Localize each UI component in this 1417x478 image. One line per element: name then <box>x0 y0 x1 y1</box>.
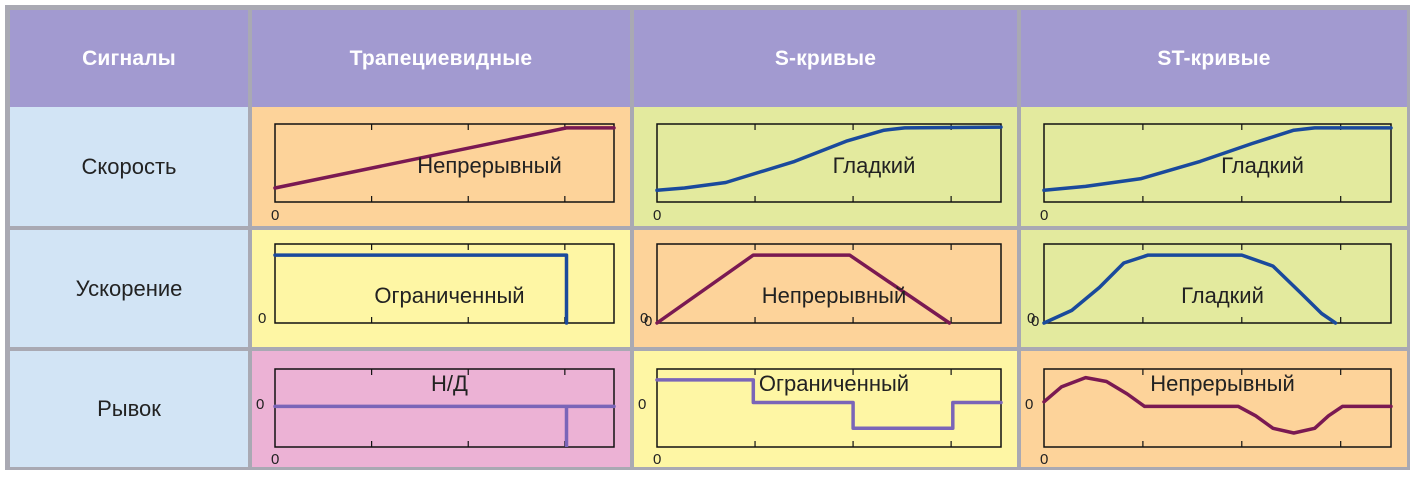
signal-curve <box>655 253 952 325</box>
row-label-velocity: Скорость <box>10 107 248 226</box>
signal-curve <box>655 125 1003 193</box>
plot-frame <box>656 243 1002 324</box>
zero-label: 0 <box>258 310 266 327</box>
plot-frame <box>656 123 1002 203</box>
graph-jerk-st-curve: Непрерывный 0 0 <box>1021 351 1407 467</box>
zero-label: 0 <box>638 396 646 413</box>
signal-curve <box>273 253 569 325</box>
curve-type-label: Гладкий <box>1181 283 1264 308</box>
graph-svg: Ограниченный 0 <box>258 243 615 327</box>
zero-label: 0 <box>271 207 279 224</box>
curve-type-label: Непрерывный <box>762 283 907 308</box>
plot-frame <box>274 123 615 203</box>
graph-svg: Непрерывный 0 0 <box>1025 368 1393 467</box>
graph-svg: Н/Д 0 0 <box>256 368 616 467</box>
graph-svg: Ограниченный 0 0 <box>638 368 1003 467</box>
plot-frame <box>656 368 1002 448</box>
graph-svg: Непрерывный 0 <box>271 123 616 224</box>
signal-comparison-table: Сигналы Трапециевидные S-кривые ST-кривы… <box>5 5 1410 470</box>
zero-label: 0 <box>1025 396 1033 413</box>
zero-label-axis: 0 <box>653 451 661 467</box>
curve-type-label: Гладкий <box>833 153 916 178</box>
graph-acceleration-trapezoidal: Ограниченный 0 <box>252 230 630 347</box>
header-signals: Сигналы <box>10 10 248 107</box>
curve-type-label: Непрерывный <box>417 153 562 178</box>
graph-jerk-trapezoidal: Н/Д 0 0 <box>252 351 630 467</box>
row-label-jerk: Рывок <box>10 351 248 467</box>
curve-type-label: Ограниченный <box>374 283 524 308</box>
curve-type-label: Ограниченный <box>759 371 909 396</box>
zero-label: 0 <box>1027 310 1035 327</box>
zero-label-axis: 0 <box>271 451 279 467</box>
zero-label: 0 <box>1040 207 1048 224</box>
graph-svg: Гладкий 0 <box>1040 123 1393 224</box>
plot-frame <box>1043 123 1392 203</box>
header-s-curves: S-кривые <box>634 10 1017 107</box>
curve-type-label: Гладкий <box>1221 153 1304 178</box>
graph-svg: Непрерывный 00 <box>640 243 1002 330</box>
signal-curve <box>1042 375 1393 435</box>
signal-curve <box>655 378 1003 431</box>
zero-label-second: 0 <box>1031 313 1039 330</box>
graph-svg: Гладкий 0 <box>653 123 1003 224</box>
graph-velocity-s-curve: Гладкий 0 <box>634 107 1017 226</box>
zero-label: 0 <box>256 396 264 413</box>
signal-curve <box>1042 126 1393 193</box>
graph-svg: Гладкий 00 <box>1027 243 1392 330</box>
signal-curve <box>1042 253 1338 325</box>
zero-label: 0 <box>640 310 648 327</box>
curve-type-label: Непрерывный <box>1150 371 1295 396</box>
zero-label-second: 0 <box>644 313 652 330</box>
row-label-acceleration: Ускорение <box>10 230 248 347</box>
plot-frame <box>1043 243 1392 324</box>
graph-jerk-s-curve: Ограниченный 0 0 <box>634 351 1017 467</box>
signal-curve <box>273 126 616 190</box>
zero-label-axis: 0 <box>1040 451 1048 467</box>
plot-frame <box>274 243 615 324</box>
graph-velocity-st-curve: Гладкий 0 <box>1021 107 1407 226</box>
header-trapezoidal: Трапециевидные <box>252 10 630 107</box>
graph-velocity-trapezoidal: Непрерывный 0 <box>252 107 630 226</box>
zero-label: 0 <box>653 207 661 224</box>
curve-type-label: Н/Д <box>431 371 468 396</box>
header-st-curves: ST-кривые <box>1021 10 1407 107</box>
